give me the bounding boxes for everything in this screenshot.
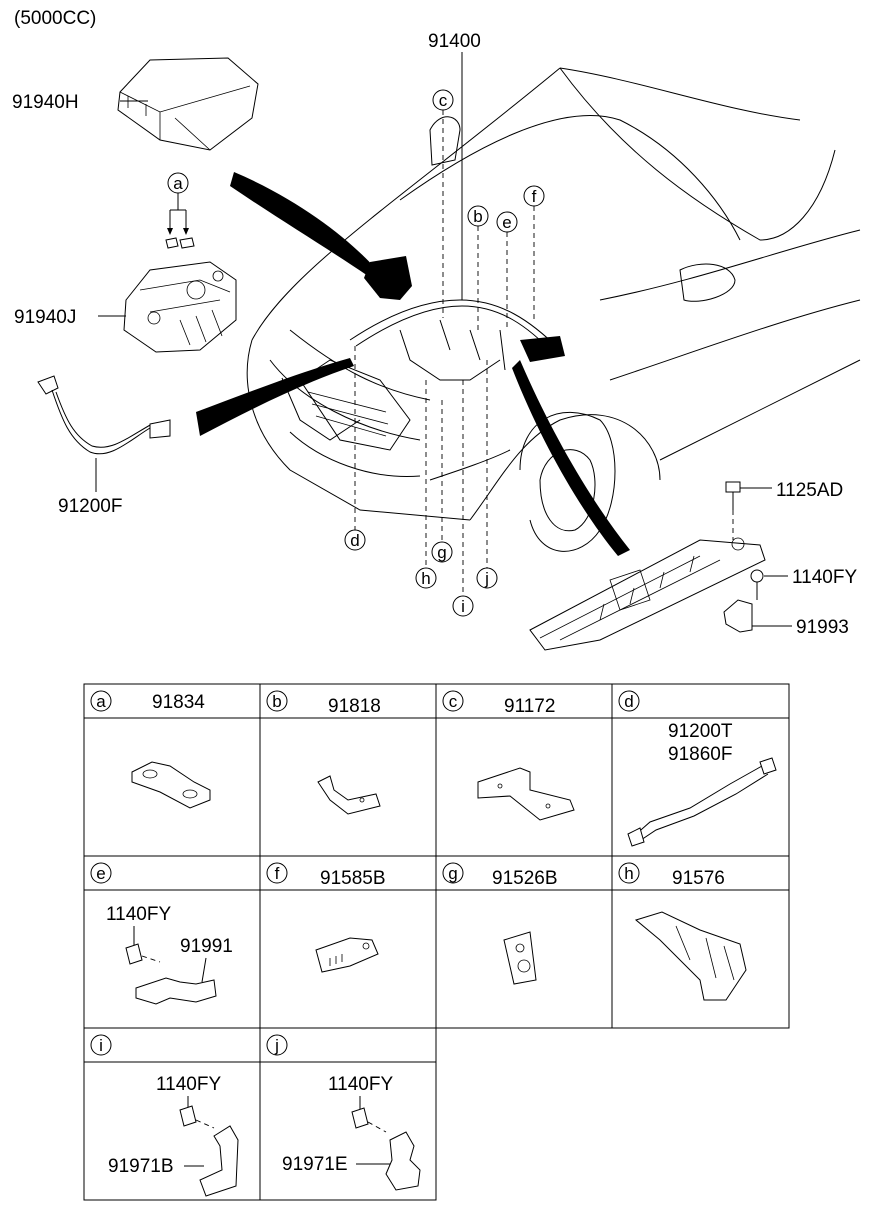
cell-j-part-2: 91971E bbox=[282, 1154, 348, 1175]
callout-g-circle bbox=[431, 541, 453, 563]
cell-h-part: 91576 bbox=[672, 868, 725, 889]
cell-g-part: 91526B bbox=[492, 868, 558, 889]
callout-h-letter: h bbox=[421, 569, 430, 588]
cell-j-part-1: 1140FY bbox=[328, 1074, 393, 1095]
label-1125AD: 1125AD bbox=[776, 480, 843, 501]
label-91940H: 91940H bbox=[12, 92, 79, 113]
cell-i-part-1: 1140FY bbox=[156, 1074, 221, 1095]
cell-b-letter: b bbox=[272, 692, 281, 711]
cell-g-letter: g bbox=[448, 864, 457, 883]
cell-i-letter: i bbox=[99, 1036, 103, 1055]
cell-f-letter: f bbox=[275, 864, 280, 883]
label-91940J: 91940J bbox=[14, 307, 76, 328]
table-cell-e: e 1140FY 91991 bbox=[90, 862, 233, 1005]
cell-f-part: 91585B bbox=[320, 868, 386, 889]
bracket-91993-drawing bbox=[723, 599, 753, 633]
table-cell-h: h 91576 bbox=[618, 862, 747, 1001]
table-cell-c: c 91172 bbox=[442, 690, 575, 821]
table-cell-d: d 91200T 91860F bbox=[618, 690, 777, 847]
cell-h-letter: h bbox=[624, 864, 633, 883]
callout-i-circle bbox=[452, 595, 474, 617]
label-1140FY-main: 1140FY bbox=[792, 567, 857, 588]
fuse-box-cover-drawing bbox=[117, 57, 259, 151]
table-cell-b: b 91818 bbox=[266, 690, 381, 815]
battery-cable-drawing bbox=[37, 375, 171, 455]
cell-a-part: 91834 bbox=[152, 692, 205, 713]
engine-variant-label: (5000CC) bbox=[14, 8, 96, 29]
callout-j-circle bbox=[476, 567, 498, 589]
table-cell-g: g 91526B bbox=[442, 862, 558, 985]
callout-a-letter: a bbox=[173, 174, 183, 193]
callout-c-letter: c bbox=[439, 91, 448, 110]
callout-e-letter: e bbox=[502, 213, 511, 232]
car-body-outline bbox=[246, 67, 861, 552]
callout-h-circle bbox=[415, 567, 437, 589]
table-cell-i: i 1140FY 91971B bbox=[90, 1034, 239, 1197]
cell-c-letter: c bbox=[449, 692, 458, 711]
cell-e-letter: e bbox=[96, 864, 105, 883]
cell-j-letter: j bbox=[274, 1036, 279, 1055]
callout-d-letter: d bbox=[350, 531, 359, 550]
cell-b-part: 91818 bbox=[328, 696, 381, 717]
bolt-1140FY-icon bbox=[750, 569, 764, 600]
harness-rail-drawing bbox=[529, 537, 766, 651]
cell-i-part-2: 91971B bbox=[108, 1156, 174, 1177]
cell-a-letter: a bbox=[96, 692, 106, 711]
cell-d-letter: d bbox=[624, 692, 633, 711]
callout-f-letter: f bbox=[532, 187, 537, 206]
label-91400: 91400 bbox=[428, 31, 481, 52]
callout-i-letter: i bbox=[461, 597, 465, 616]
cell-c-part: 91172 bbox=[504, 696, 555, 717]
callout-b-letter: b bbox=[473, 207, 482, 226]
callout-d-circle bbox=[344, 529, 366, 551]
cell-e-part-1: 1140FY bbox=[106, 904, 171, 925]
label-91993: 91993 bbox=[796, 617, 849, 638]
cell-d-part-1: 91200T bbox=[668, 721, 733, 742]
fuse-pair-drawing bbox=[165, 237, 195, 249]
cell-d-part-2: 91860F bbox=[668, 744, 732, 765]
table-cell-j: j 1140FY 91971E bbox=[266, 1034, 421, 1191]
bolt-1125AD-icon bbox=[725, 481, 741, 510]
cell-e-part-2: 91991 bbox=[180, 936, 233, 957]
table-cell-a: a 91834 bbox=[90, 690, 211, 809]
parts-table bbox=[83, 683, 790, 1201]
label-91200F: 91200F bbox=[58, 496, 122, 517]
junction-box-drawing bbox=[123, 261, 237, 353]
callout-j-letter: j bbox=[484, 569, 489, 588]
callout-g-letter: g bbox=[437, 543, 446, 562]
table-cell-f: f 91585B bbox=[266, 862, 386, 973]
engine-harness-drawing bbox=[196, 172, 630, 556]
